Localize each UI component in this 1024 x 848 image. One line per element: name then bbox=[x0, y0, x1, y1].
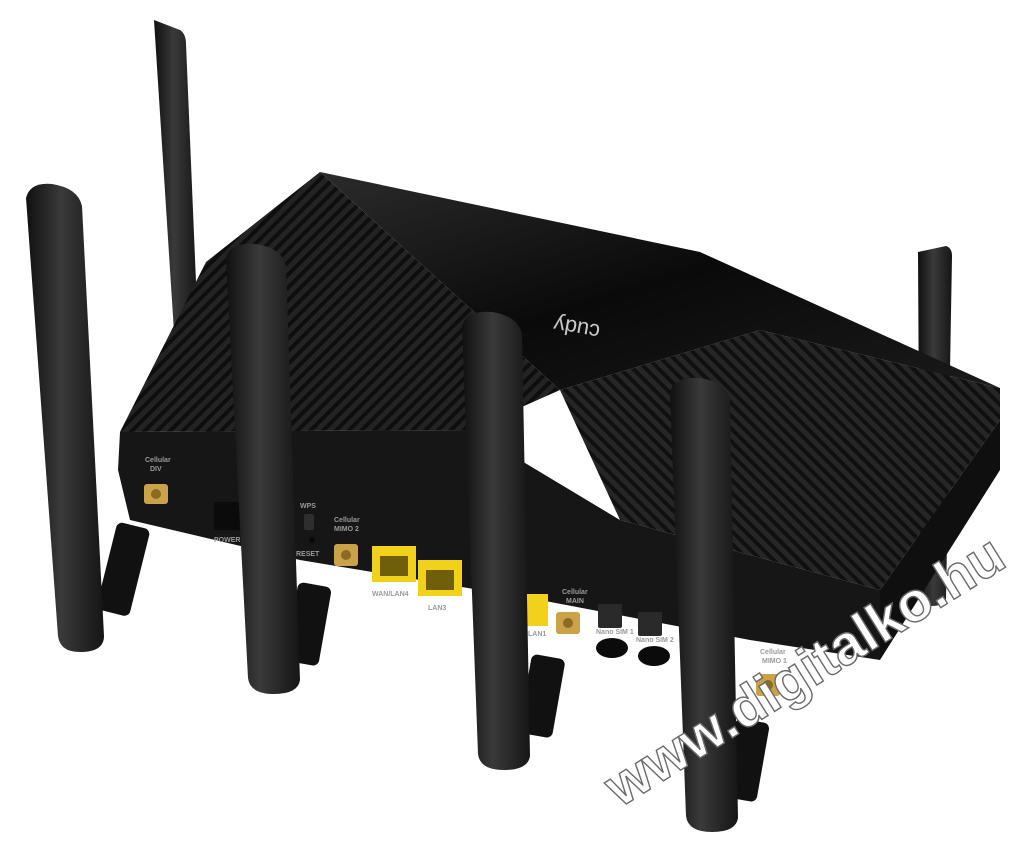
sma-connector-main bbox=[556, 612, 580, 634]
power-jack bbox=[214, 502, 240, 530]
label-cellular-mimo2-a: Cellular bbox=[334, 517, 360, 524]
top-glass-panel bbox=[320, 172, 1000, 390]
sim-slot-1 bbox=[596, 604, 628, 658]
ethernet-port-wan-lan4 bbox=[372, 546, 416, 582]
sma-connector-mimo1 bbox=[756, 674, 780, 696]
reset-hole bbox=[309, 537, 315, 543]
antenna-front-1 bbox=[26, 183, 150, 652]
label-nano-sim2: Nano SIM 2 bbox=[636, 637, 674, 644]
sim-slot-2 bbox=[638, 612, 670, 666]
label-cellular-mimo1-a: Cellular bbox=[760, 649, 786, 656]
wps-button bbox=[304, 514, 314, 530]
antenna-front-4 bbox=[670, 377, 770, 832]
sma-connector-mimo2 bbox=[334, 544, 358, 566]
label-cellular-main-b: MAIN bbox=[566, 598, 584, 605]
top-grille-right bbox=[560, 330, 1000, 590]
label-nano-sim1: Nano SIM 1 bbox=[596, 629, 634, 636]
label-wan-lan4: WAN/LAN4 bbox=[372, 591, 409, 598]
label-cellular-mimo2-b: MIMO 2 bbox=[334, 526, 359, 533]
label-reset: RESET bbox=[296, 551, 320, 558]
rear-ports: Cellular DIV POWER WPS RESET Cellular MI… bbox=[144, 457, 787, 696]
ethernet-port-lan1 bbox=[526, 594, 548, 626]
label-wps: WPS bbox=[300, 503, 316, 510]
antenna-back-left bbox=[154, 20, 198, 332]
top-grille-left bbox=[120, 172, 560, 432]
label-lan1: LAN1 bbox=[528, 631, 546, 638]
label-lan3: LAN3 bbox=[428, 605, 446, 612]
antenna-front-3 bbox=[462, 311, 565, 770]
label-div: DIV bbox=[150, 466, 162, 473]
sma-connector-div bbox=[144, 484, 168, 504]
label-cellular-div: Cellular bbox=[145, 457, 171, 464]
ethernet-port-lan3 bbox=[418, 560, 462, 596]
label-cellular-mimo1-b: MIMO 1 bbox=[762, 658, 787, 665]
label-power: POWER bbox=[214, 537, 240, 544]
label-cellular-main-a: Cellular bbox=[562, 589, 588, 596]
antenna-front-2 bbox=[226, 243, 332, 694]
